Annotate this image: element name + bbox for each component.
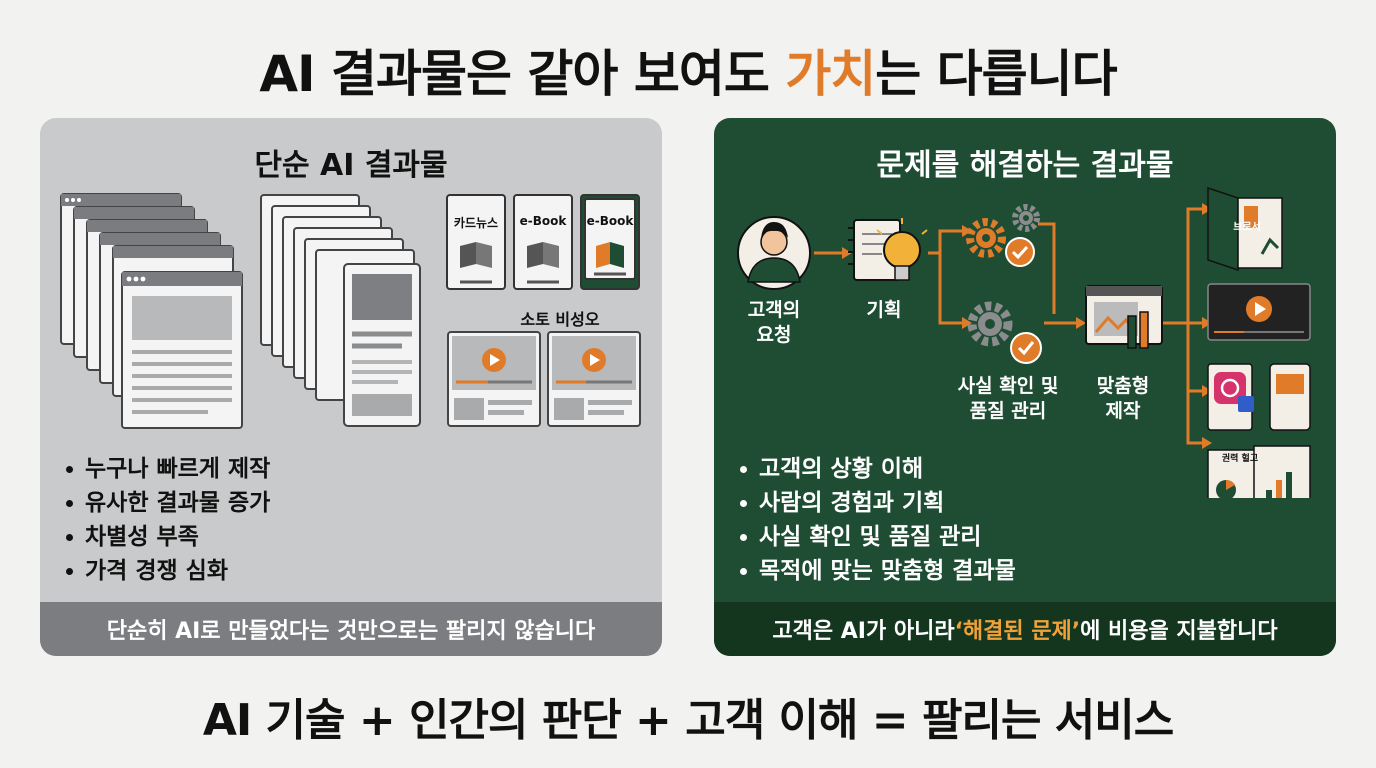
bottom-formula-title: AI 기술 + 인간의 판단 + 고객 이해 = 팔리는 서비스	[202, 695, 1174, 746]
main-title-suffix: 는 다릅니다	[875, 45, 1117, 103]
list-item: 목적에 맞는 맞춤형 결과물	[740, 554, 1016, 588]
cardnews-label: 카드뉴스	[453, 216, 499, 230]
simple-ai-footer: 단순히 AI로 만들었다는 것만으로는 팔리지 않습니다	[40, 602, 662, 656]
lightbulb-icon	[876, 218, 928, 281]
problem-solving-panel-title: 문제를 해결하는 결과물	[876, 148, 1174, 183]
quality-gears-icon	[967, 301, 1042, 364]
stacked-documents-icon	[60, 193, 243, 429]
design-window-icon	[1085, 285, 1163, 349]
main-title-highlight: 가치	[785, 45, 876, 103]
main-title: AI 결과물은 같아 보여도 가치는 다릅니다	[0, 34, 1376, 106]
simple-ai-panel: 단순 AI 결과물	[40, 118, 662, 656]
process-flow-diagram	[737, 186, 1311, 498]
list-item: 사실 확인 및 품질 관리	[740, 520, 1016, 554]
report-output-icon	[1207, 445, 1311, 498]
step-custom-production: 맞춤형 제작	[1096, 375, 1150, 422]
list-item: 고객의 상황 이해	[740, 452, 1016, 486]
video-output-icon	[1207, 283, 1311, 341]
report-label: 권력 헐고	[1221, 454, 1259, 464]
list-item: 차별성 부족	[66, 520, 270, 554]
social-media-output-icon	[1207, 363, 1311, 431]
planning-notebook-icon	[848, 219, 901, 281]
customer-avatar-icon	[737, 216, 811, 290]
video-thumbnails	[447, 331, 641, 427]
simple-ai-bullet-list: 누구나 빠르게 제작 유사한 결과물 증가 차별성 부족 가격 경쟁 심화	[66, 452, 270, 588]
step-fact-check: 사실 확인 및 품질 관리	[957, 375, 1059, 422]
list-item: 가격 경쟁 심화	[66, 554, 270, 588]
list-item: 사람의 경험과 기획	[740, 486, 1016, 520]
brochure-label: 브로서	[1233, 222, 1261, 233]
step-planning: 기획	[866, 299, 902, 321]
stacked-mobile-pages-icon	[260, 194, 421, 427]
ebook-green-label: e-Book	[586, 214, 634, 228]
list-item: 유사한 결과물 증가	[66, 486, 270, 520]
ebook-label: e-Book	[519, 214, 567, 228]
short-video-label: 소토 비성오	[520, 310, 600, 329]
brochure-output-icon	[1207, 186, 1283, 272]
problem-solving-footer: 고객은 AI가 아니라 ‘해결된 문제’에 비용을 지불합니다	[714, 602, 1336, 656]
simple-ai-panel-title: 단순 AI 결과물	[254, 148, 448, 183]
problem-solving-panel: 문제를 해결하는 결과물	[714, 118, 1336, 656]
step-customer-request: 고객의 요청	[747, 299, 801, 346]
product-thumbnails	[446, 194, 640, 290]
list-item: 누구나 빠르게 제작	[66, 452, 270, 486]
gears-check-icon	[966, 204, 1040, 267]
main-title-prefix: AI 결과물은 같아 보여도	[259, 45, 786, 103]
problem-solving-bullet-list: 고객의 상황 이해 사람의 경험과 기획 사실 확인 및 품질 관리 목적에 맞…	[740, 452, 1016, 588]
